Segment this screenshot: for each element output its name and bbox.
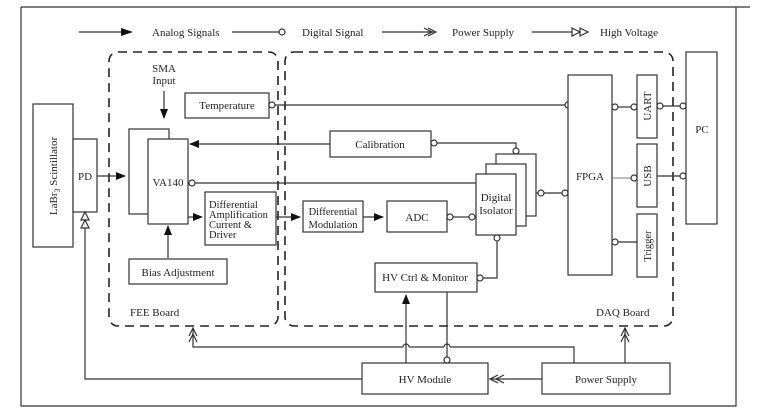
power-double-chevron-icon [423, 27, 438, 37]
pc-block [685, 51, 718, 225]
scintillator-label: LaBr3 Scintillator [48, 137, 62, 216]
usb-label: USB [642, 165, 654, 186]
legend-hv: High Voltage [600, 27, 658, 39]
daq-board-label: DAQ Board [596, 307, 650, 319]
uart-label: UART [642, 91, 654, 121]
sma-label-1: SMA [152, 63, 176, 75]
outer-frame [20, 6, 750, 407]
legend-power: Power Supply [452, 27, 515, 39]
daq-board-outline [284, 51, 674, 327]
hv-module-block [361, 362, 489, 395]
bias-adjustment-block [128, 258, 228, 285]
fpga-label: FPGA [576, 171, 604, 183]
diff-amp-block [204, 191, 277, 246]
pd-label: PD [78, 171, 92, 183]
adc-block [386, 200, 448, 233]
diff-mod-label-2: Modulation [309, 220, 359, 231]
pd-block [72, 138, 98, 213]
digital-isolator-block [475, 173, 517, 236]
pc-label: PC [695, 124, 708, 136]
bias-adjustment-label: Bias Adjustment [141, 267, 214, 279]
diff-amp-label-3: Current & [209, 220, 252, 231]
sma-label-2: Input [152, 75, 175, 87]
va140-label: VA140 [153, 177, 184, 189]
diff-amp-label-2: Amplification [209, 210, 269, 221]
diff-mod-label-1: Differential [309, 207, 358, 218]
diff-amp-label-4: Driver [209, 230, 237, 241]
isolator-label-2: Isolator [479, 205, 513, 217]
adc-label: ADC [405, 212, 428, 224]
analog-arrow-icon [121, 28, 133, 36]
hv-ctrl-block [374, 262, 478, 293]
hv-double-triangle-icon [571, 27, 590, 37]
legend-digital: Digital Signal [302, 27, 363, 39]
legend-analog: Analog Signals [152, 27, 220, 39]
va140-block [147, 138, 189, 225]
fpga-block [567, 74, 613, 276]
fee-board-label: FEE Board [130, 307, 180, 319]
diff-amp-label-1: Differential [209, 200, 258, 211]
trigger-block [636, 213, 658, 278]
trigger-label: Trigger [643, 230, 654, 262]
fee-board-outline [108, 51, 279, 327]
isolator-label-1: Digital [481, 192, 512, 204]
hv-module-label: HV Module [399, 374, 452, 386]
temperature-block [184, 92, 270, 119]
hv-ctrl-label: HV Ctrl & Monitor [382, 272, 468, 284]
legend: Analog Signals Digital Signal Power Supp… [79, 27, 658, 39]
power-supply-label: Power Supply [575, 374, 638, 386]
temperature-label: Temperature [199, 100, 255, 112]
calibration-label: Calibration [355, 139, 405, 151]
digital-dot-icon [278, 28, 286, 36]
